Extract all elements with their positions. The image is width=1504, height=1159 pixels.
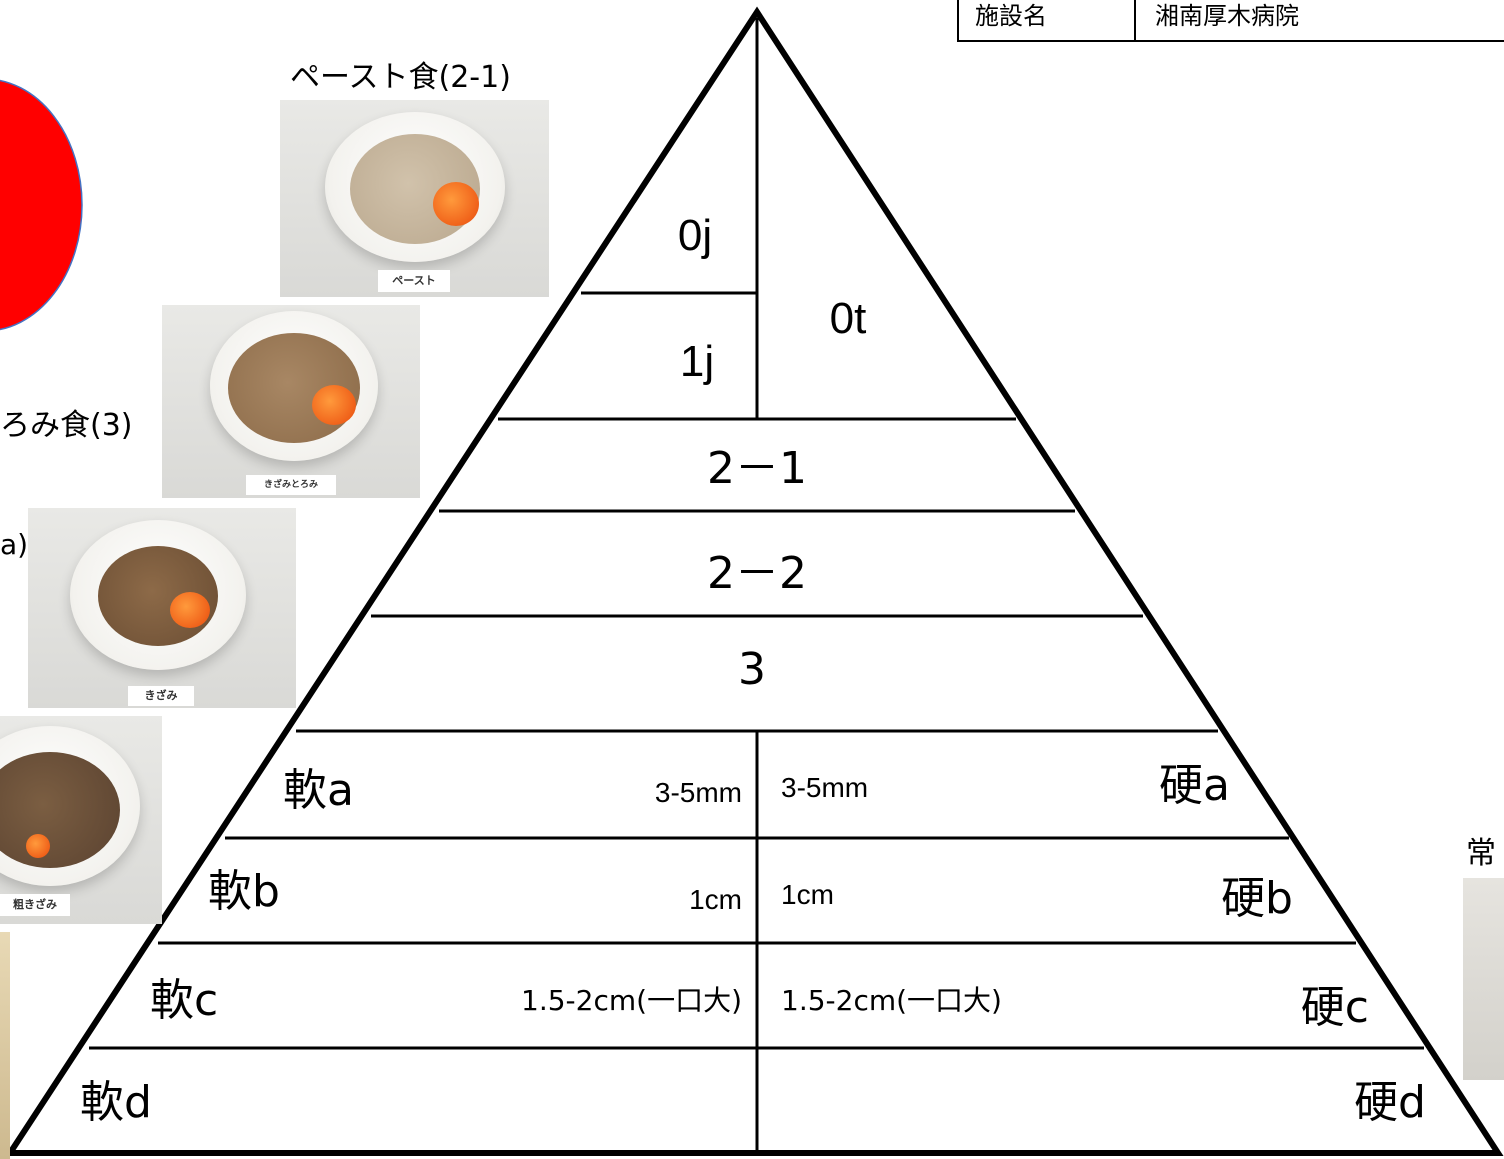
- carrot: [170, 592, 210, 628]
- size-soft-b: 1cm: [689, 884, 742, 915]
- label-hard-d: 硬d: [1354, 1077, 1426, 1128]
- plate-label-ara-kizami: 粗きざみ: [0, 894, 70, 916]
- caption-right: 常: [1466, 836, 1496, 871]
- facility-table: 施設名 湘南厚木病院: [957, 0, 1504, 42]
- label-hard-c: 硬c: [1301, 982, 1369, 1033]
- carrot: [312, 385, 356, 425]
- pyramid-outline: [4, 6, 1504, 1156]
- photo-ara-kizami: 粗きざみ: [0, 716, 162, 924]
- ara-kizami-food: [0, 752, 120, 868]
- label-soft-a: 軟a: [283, 765, 354, 816]
- size-hard-a: 3-5mm: [781, 772, 868, 803]
- facility-name: 湘南厚木病院: [1155, 2, 1299, 30]
- photo-kizami: きざみ: [28, 508, 296, 708]
- label-2-1: 2－1: [707, 443, 807, 494]
- label-soft-b: 軟b: [208, 866, 280, 917]
- size-hard-b: 1cm: [781, 879, 834, 910]
- photo-partial-bottom-left: [0, 932, 10, 1159]
- carrot: [433, 182, 479, 226]
- label-soft-c: 軟c: [150, 975, 218, 1026]
- size-soft-c: 1.5-2cm(一口大): [521, 984, 742, 1017]
- caption-torom: ろみ食(3): [0, 408, 133, 443]
- red-ellipse: [0, 79, 83, 331]
- size-hard-c: 1.5-2cm(一口大): [781, 984, 1002, 1017]
- label-1j: 1j: [680, 337, 714, 386]
- label-0t: 0t: [830, 294, 867, 343]
- plate-label-kizami-toromi: きざみとろみ: [246, 475, 336, 495]
- label-3: 3: [738, 644, 766, 695]
- facility-label: 施設名: [975, 2, 1047, 30]
- plate-label-paste: ペースト: [378, 270, 450, 292]
- photo-paste: ペースト: [280, 100, 549, 297]
- size-soft-a: 3-5mm: [655, 777, 742, 808]
- caption-paste: ペースト食(2-1): [290, 60, 511, 95]
- photo-kizami-toromi: きざみとろみ: [162, 305, 420, 498]
- photo-partial-right: [1463, 878, 1504, 1080]
- plate-label-kizami: きざみ: [128, 686, 194, 706]
- facility-divider: [1134, 0, 1136, 40]
- carrot: [26, 834, 50, 858]
- label-soft-d: 軟d: [80, 1077, 152, 1128]
- label-0j: 0j: [678, 211, 712, 260]
- label-hard-a: 硬a: [1159, 760, 1230, 811]
- label-hard-b: 硬b: [1221, 873, 1293, 924]
- label-2-2: 2－2: [707, 548, 807, 599]
- caption-kizami: a): [0, 528, 29, 561]
